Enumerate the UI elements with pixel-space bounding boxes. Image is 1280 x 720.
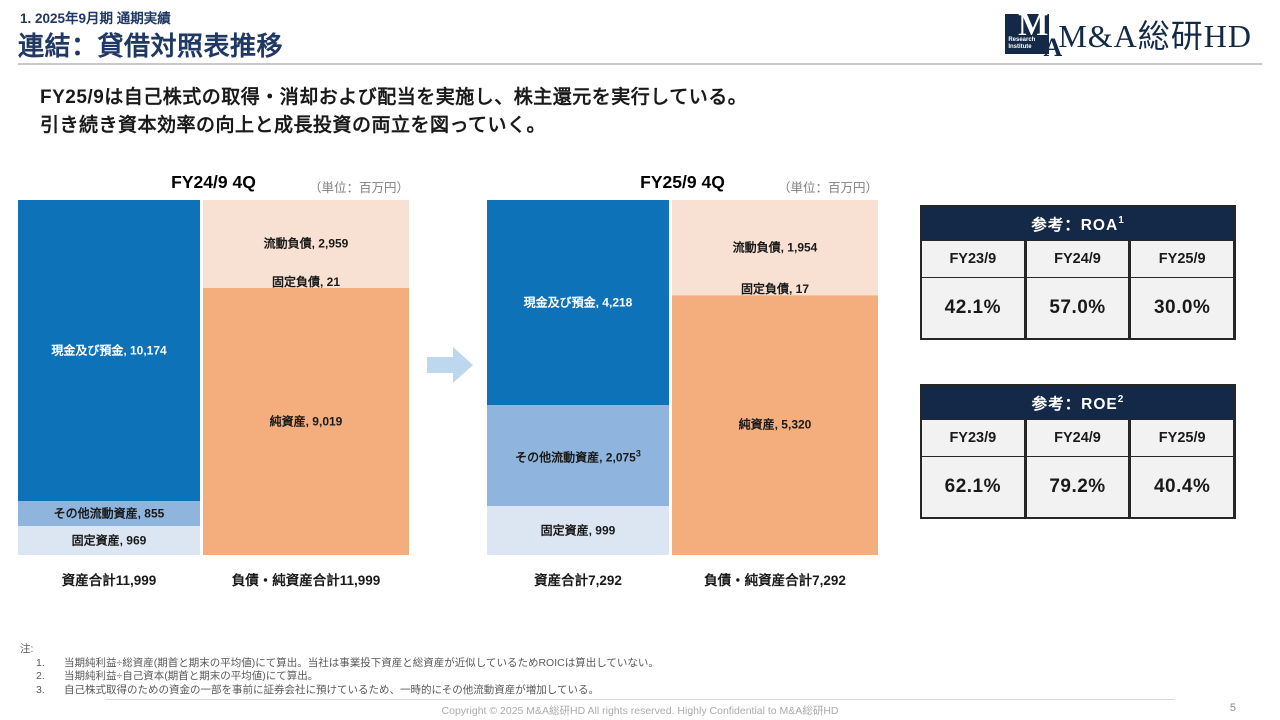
current-liabilities-segment	[672, 200, 878, 296]
fixed-assets-segment	[18, 526, 200, 555]
right-arrow-head	[453, 347, 473, 383]
net-assets-segment	[203, 288, 409, 555]
table-value-row: 62.1%79.2%40.4%	[922, 456, 1235, 517]
page-number: 5	[1229, 702, 1236, 714]
footnote-text: 当期純利益÷総資産(期首と期末の平均値)にて算出。当社は事業投下資産と総資産が近…	[64, 656, 659, 669]
logo-letter-m: M	[1018, 6, 1049, 42]
footnote-number: 1.	[36, 656, 45, 669]
other-current-assets-label: その他流動資産, 855	[53, 506, 165, 521]
liabilities-bar: 流動負債, 1,954 固定負債, 17 純資産, 5,320	[672, 200, 878, 555]
period-header: FY23/9	[922, 419, 1025, 456]
chart-unit-label: （単位：百万円）	[308, 181, 409, 195]
assets-total-label: 資産合計11,999	[61, 573, 157, 588]
value-cell: 40.4%	[1129, 456, 1235, 517]
period-header: FY24/9	[1024, 419, 1130, 456]
bar-totals: 資産合計7,292 負債・純資産合計7,292	[487, 569, 878, 589]
right-arrow-icon	[427, 347, 473, 383]
balance-sheet-fy24-9-4q: FY24/9 4Q （単位：百万円） 現金及び預金, 10,174 その他流動資産, …	[18, 172, 409, 589]
lead-line-1: FY25/9は自己株式の取得・消却および配当を実施し、株主還元を実行している。	[40, 87, 748, 108]
footer-divider	[105, 699, 1175, 700]
balance-sheet-fy25-9-4q: FY25/9 4Q （単位：百万円） 現金及び預金, 4,218 その他流動資産, 2…	[487, 172, 878, 589]
lead-message: FY25/9は自己株式の取得・消却および配当を実施し、株主還元を実行している。 …	[40, 84, 747, 140]
cash-and-deposits-label: 現金及び預金, 4,218	[523, 295, 633, 310]
fixed-liabilities-segment	[672, 295, 878, 296]
period-header: FY25/9	[1129, 240, 1235, 277]
value-cell: 57.0%	[1024, 277, 1130, 338]
net-assets-segment	[672, 295, 878, 555]
chart-bars: 現金及び預金, 4,218 その他流動資産, 2,0753 固定資産, 999 流動負…	[487, 200, 878, 555]
current-liabilities-segment	[203, 200, 409, 288]
liabilities-total-label: 負債・純資産合計7,292	[704, 573, 846, 588]
period-header: FY24/9	[1024, 240, 1130, 277]
cash-and-deposits-segment	[18, 200, 200, 502]
footnote-item: 2. 当期純利益÷自己資本(期首と期末の平均値)にて算出。	[20, 670, 659, 684]
chart-bars: 現金及び預金, 10,174 その他流動資産, 855 固定資産, 969 流動負債,…	[18, 200, 409, 555]
logo-company-name: M&A総研HD	[1058, 18, 1252, 54]
footnote-number: 2.	[36, 670, 45, 682]
footnotes-heading: 注:	[20, 643, 34, 655]
net-assets-label: 純資産, 9,019	[269, 414, 343, 429]
fixed-liabilities-label: 固定負債, 21	[271, 274, 341, 289]
chart-title: FY25/9 4Q	[640, 172, 725, 192]
footnote-item: 1. 当期純利益÷総資産(期首と期末の平均値)にて算出。当社は事業投下資産と総資産…	[20, 657, 659, 671]
table-value-row: 42.1%57.0%30.0%	[922, 277, 1235, 338]
value-cell: 30.0%	[1129, 277, 1235, 338]
chart-unit-label: （単位：百万円）	[777, 181, 878, 195]
other-current-assets-segment	[487, 405, 669, 507]
current-liabilities-label: 流動負債, 2,959	[263, 236, 349, 251]
lead-line-2: 引き続き資本効率の向上と成長投資の両立を図っていく。	[40, 115, 547, 136]
liabilities-bar: 流動負債, 2,959 固定負債, 21 純資産, 9,019	[203, 200, 409, 555]
fixed-assets-label: 固定資産, 969	[71, 533, 147, 548]
value-cell: 42.1%	[922, 277, 1025, 338]
other-current-assets-label: その他流動資産, 2,0753	[515, 448, 641, 465]
page-title: 連結：貸借対照表推移	[18, 31, 284, 61]
footnote-item: 3. 自己株式取得のための資金の一部を事前に証券会社に預けているため、一時的にその…	[20, 684, 659, 698]
value-cell: 62.1%	[922, 456, 1025, 517]
liabilities-total-label: 負債・純資産合計11,999	[231, 573, 381, 588]
other-current-assets-segment	[18, 501, 200, 527]
section-kicker: 1. 2025年9月期 通期実績	[20, 11, 171, 26]
fixed-liabilities-label: 固定負債, 17	[740, 281, 810, 296]
footnote-text: 当期純利益÷自己資本(期首と期末の平均値)にて算出。	[64, 670, 319, 682]
net-assets-label: 純資産, 5,320	[738, 417, 812, 432]
fixed-assets-label: 固定資産, 999	[540, 523, 616, 538]
copyright-text: Copyright © 2025 M&A総研HD All rights rese…	[441, 705, 839, 717]
period-header: FY25/9	[1129, 419, 1235, 456]
header-divider	[18, 63, 1262, 65]
chart-header: FY24/9 4Q （単位：百万円）	[18, 172, 409, 200]
footnote-text: 自己株式取得のための資金の一部を事前に証券会社に預けているため、一時的にその他流…	[64, 683, 599, 696]
right-arrow-shaft	[427, 357, 453, 373]
chart-title: FY24/9 4Q	[171, 172, 256, 192]
fixed-assets-segment	[487, 506, 669, 555]
fixed-liabilities-segment	[203, 287, 409, 289]
bar-totals: 資産合計11,999 負債・純資産合計11,999	[18, 569, 409, 589]
assets-total-label: 資産合計7,292	[534, 573, 622, 588]
period-header: FY23/9	[922, 240, 1025, 277]
footnote-number: 3.	[36, 683, 45, 696]
current-liabilities-label: 流動負債, 1,954	[732, 240, 818, 255]
assets-bar: 現金及び預金, 10,174 その他流動資産, 855 固定資産, 969	[18, 200, 200, 555]
cash-and-deposits-label: 現金及び預金, 10,174	[51, 343, 167, 357]
logo-letter-a: A	[1043, 33, 1063, 62]
chart-header: FY25/9 4Q （単位：百万円）	[487, 172, 878, 200]
value-cell: 79.2%	[1024, 456, 1130, 517]
footnotes: 注: 1. 当期純利益÷総資産(期首と期末の平均値)にて算出。当社は事業投下資産と…	[20, 643, 659, 697]
cash-and-deposits-segment	[487, 200, 669, 406]
assets-bar: 現金及び預金, 4,218 その他流動資産, 2,0753 固定資産, 999	[487, 200, 669, 555]
